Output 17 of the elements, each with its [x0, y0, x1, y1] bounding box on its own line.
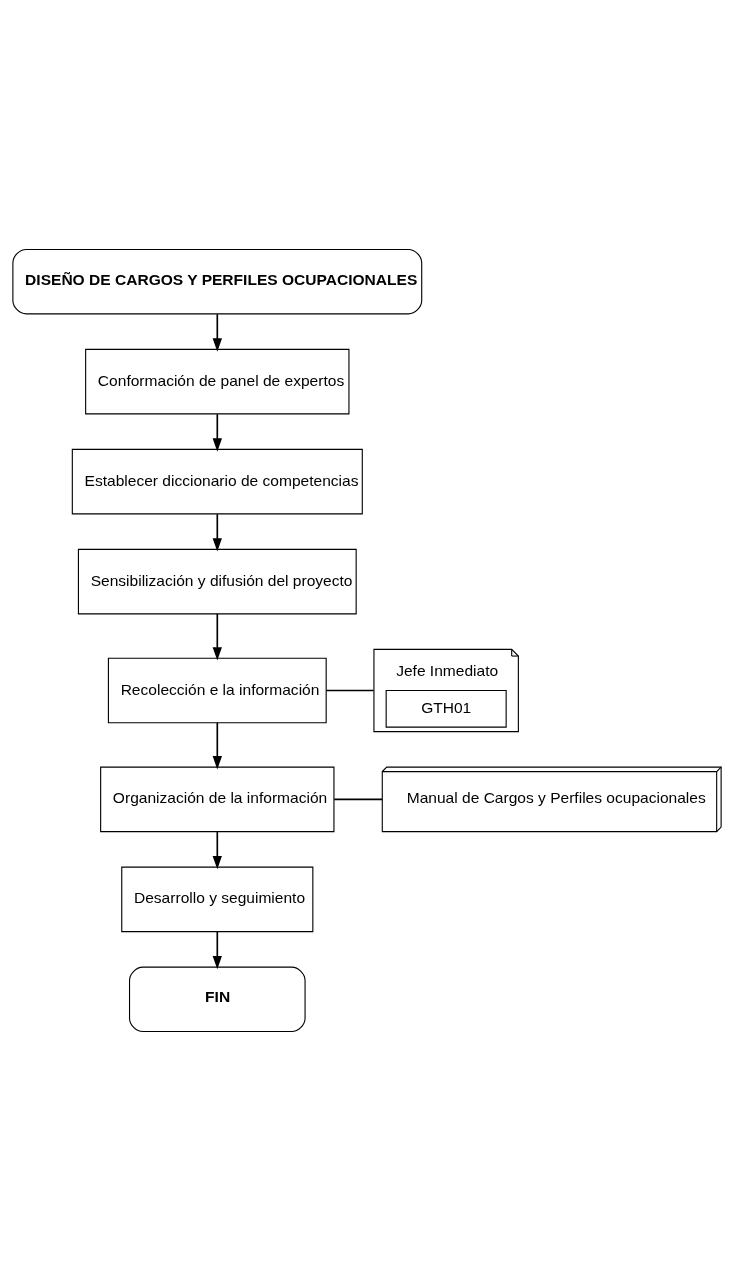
arrow — [212, 930, 222, 969]
node-box: DISEÑO DE CARGOS Y PERFILES OCUPACIONALES — [12, 248, 423, 314]
arrow — [212, 312, 222, 352]
arrow — [212, 512, 222, 552]
connector — [325, 689, 375, 691]
node-box: Recolección e la información — [107, 657, 327, 723]
node-box: Establecer diccionario de competencias — [71, 448, 363, 514]
node-box: Conformación de panel de expertos — [85, 348, 350, 414]
node-box: Sensibilización y difusión del proyecto — [77, 548, 357, 614]
node-box: Desarrollo y seguimiento — [121, 866, 314, 932]
node-box: FIN — [128, 966, 306, 1032]
arrow — [212, 830, 222, 869]
arrow — [212, 721, 222, 769]
connector — [333, 798, 384, 800]
arrow — [212, 412, 222, 452]
arrow — [212, 612, 222, 661]
node-box: Organización de la información — [100, 766, 335, 832]
